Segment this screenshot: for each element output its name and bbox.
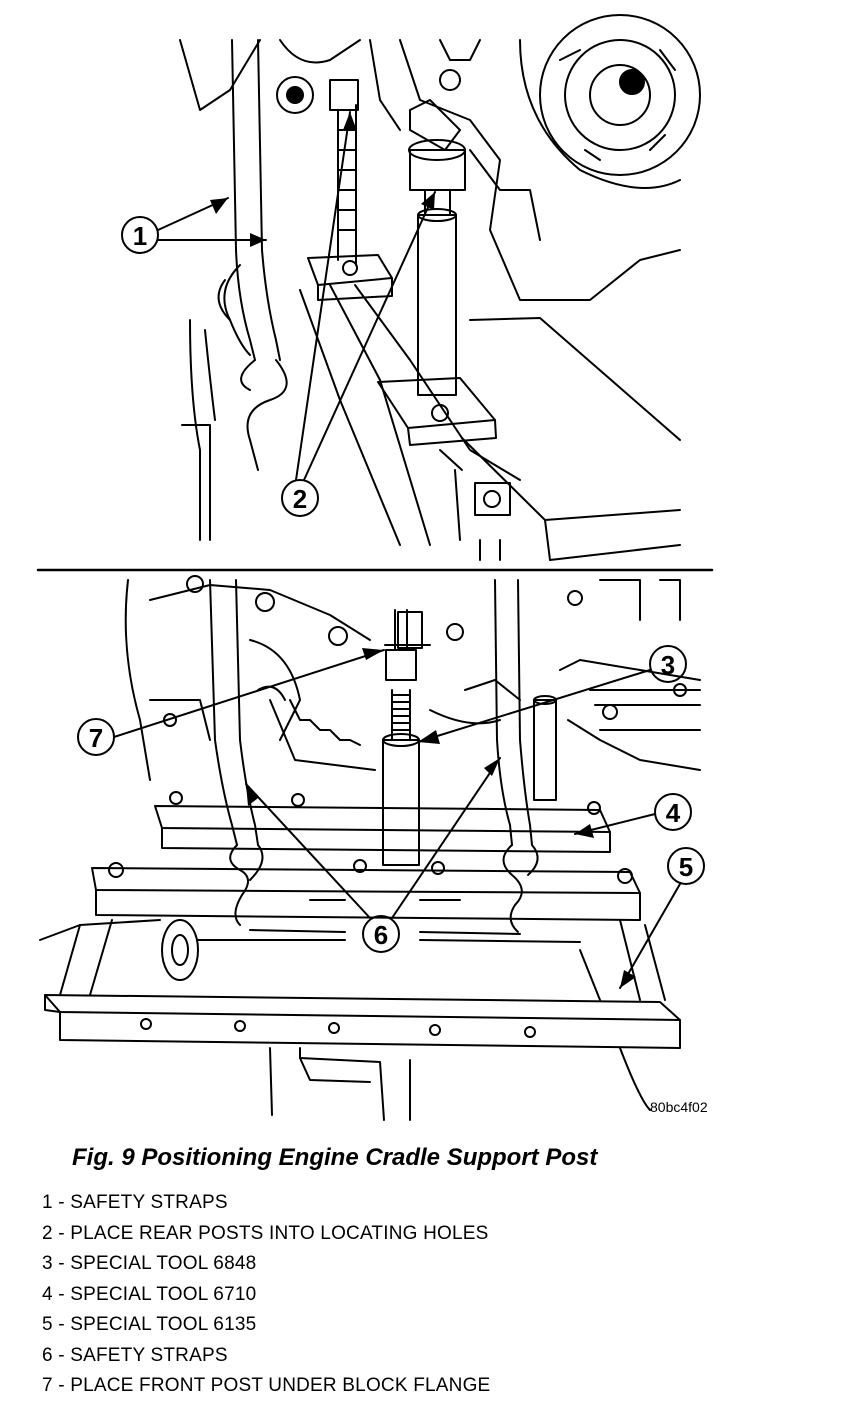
legend-item: 1 - SAFETY STRAPS xyxy=(42,1192,228,1213)
legend-item: 4 - SPECIAL TOOL 6710 xyxy=(42,1283,257,1305)
legend-item: 6 - SAFETY STRAPS xyxy=(42,1344,228,1366)
callout-5-label: 5 xyxy=(679,852,693,882)
callout-3-label: 3 xyxy=(661,650,675,680)
callout-6 xyxy=(245,757,501,953)
callout-1-label: 1 xyxy=(133,221,147,251)
callout-2-label: 2 xyxy=(293,484,307,514)
legend-item: 5 - SPECIAL TOOL 6135 xyxy=(42,1314,257,1335)
legend-list: 1 - SAFETY STRAPS 2 - PLACE REAR POSTS I… xyxy=(42,1188,490,1402)
callout-4-label: 4 xyxy=(666,798,681,828)
legend-item: 2 - PLACE REAR POSTS INTO LOCATING HOLES xyxy=(42,1222,489,1244)
callout-6-label: 6 xyxy=(374,920,388,950)
legend-item: 3 - SPECIAL TOOL 6848 xyxy=(42,1253,257,1274)
callout-7 xyxy=(77,649,385,756)
image-code: 80bc4f02 xyxy=(650,1099,708,1115)
bottom-panel-drawing xyxy=(39,575,701,1121)
callout-3 xyxy=(417,645,687,743)
callout-2 xyxy=(281,111,436,517)
legend-item: 7 - PLACE FRONT POST UNDER BLOCK FLANGE xyxy=(42,1375,491,1396)
callout-5 xyxy=(619,847,705,989)
figure-caption: Fig. 9 Positioning Engine Cradle Support… xyxy=(72,1144,598,1171)
top-panel-drawing xyxy=(179,14,701,561)
figure-illustration: 1 2 3 4 5 6 7 80bc4f02 xyxy=(36,14,714,1121)
callout-7-label: 7 xyxy=(89,723,103,753)
